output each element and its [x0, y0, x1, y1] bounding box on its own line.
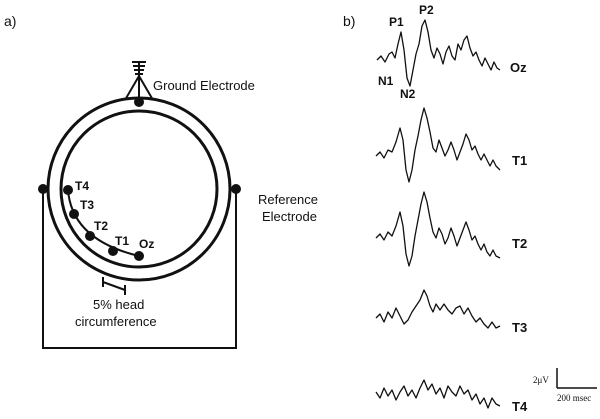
electrode-t4: [63, 185, 73, 195]
measure-bracket: [102, 277, 126, 295]
electrode-oz: [134, 251, 144, 261]
trace-oz: [376, 19, 501, 87]
electrode-label-t4: T4: [75, 179, 89, 193]
electrode-label-oz: Oz: [139, 237, 154, 251]
reference-label-line2: Electrode: [262, 209, 317, 224]
scale-bar: [556, 368, 597, 389]
panel-b: b) P1 P2 N1 N2 Oz T1 T2 T3 T4 2μV 200 ms…: [343, 3, 597, 414]
peak-label-n2: N2: [400, 87, 416, 101]
reference-wiring: [38, 184, 241, 349]
electrode-label-t2: T2: [94, 219, 108, 233]
electrode-chain: [67, 189, 140, 257]
channel-label-oz: Oz: [510, 60, 527, 75]
trace-t1: [375, 107, 501, 183]
scale-amplitude-label: 2μV: [533, 375, 549, 385]
channel-label-t3: T3: [512, 320, 527, 335]
channel-label-t4: T4: [512, 399, 528, 414]
channel-label-t2: T2: [512, 236, 527, 251]
ground-icon: [124, 61, 154, 107]
peak-label-p2: P2: [419, 3, 434, 17]
panel-a-label: a): [4, 13, 16, 29]
head-inner-ring: [59, 109, 219, 269]
reference-electrode-left: [38, 184, 48, 194]
peak-label-n1: N1: [378, 74, 394, 88]
measure-label-line2: circumference: [75, 314, 157, 329]
electrode-t1: [108, 246, 118, 256]
trace-t3: [375, 289, 501, 329]
electrode-label-t3: T3: [80, 198, 94, 212]
electrode-t3: [69, 209, 79, 219]
electrode-t2: [85, 231, 95, 241]
panel-b-label: b): [343, 13, 355, 29]
ground-electrode-label: Ground Electrode: [153, 78, 255, 93]
trace-t4: [375, 379, 501, 409]
peak-label-p1: P1: [389, 15, 404, 29]
scale-time-label: 200 msec: [557, 393, 591, 403]
measure-label-line1: 5% head: [93, 297, 144, 312]
reference-label-line1: Reference: [258, 192, 318, 207]
panel-a: a) Ground Electrode Reference Electrode: [4, 13, 318, 349]
reference-electrode-right: [231, 184, 241, 194]
electrode-label-t1: T1: [115, 234, 129, 248]
trace-t2: [375, 191, 501, 267]
channel-label-t1: T1: [512, 153, 527, 168]
